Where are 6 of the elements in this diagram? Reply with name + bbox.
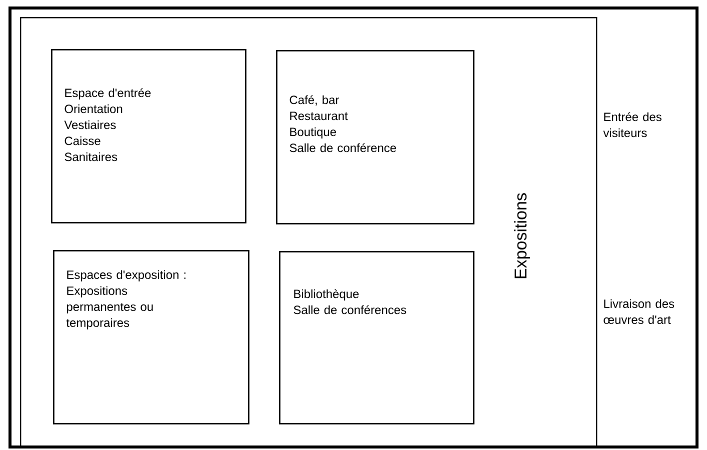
room-box: Espaces d'exposition : Expositions permanentes ou temporaires bbox=[53, 250, 250, 424]
room-box: Espace d'entrée Orientation Vestiaires Caisse Sanitaires bbox=[51, 49, 246, 224]
side-label: Livraison des œuvres d'art bbox=[604, 299, 674, 324]
room-box: Bibliothèque Salle de conférences bbox=[279, 251, 474, 424]
room-box: Café, bar Restaurant Boutique Salle de conférence bbox=[276, 50, 474, 224]
side-label: Entrée des visiteurs bbox=[603, 112, 662, 138]
